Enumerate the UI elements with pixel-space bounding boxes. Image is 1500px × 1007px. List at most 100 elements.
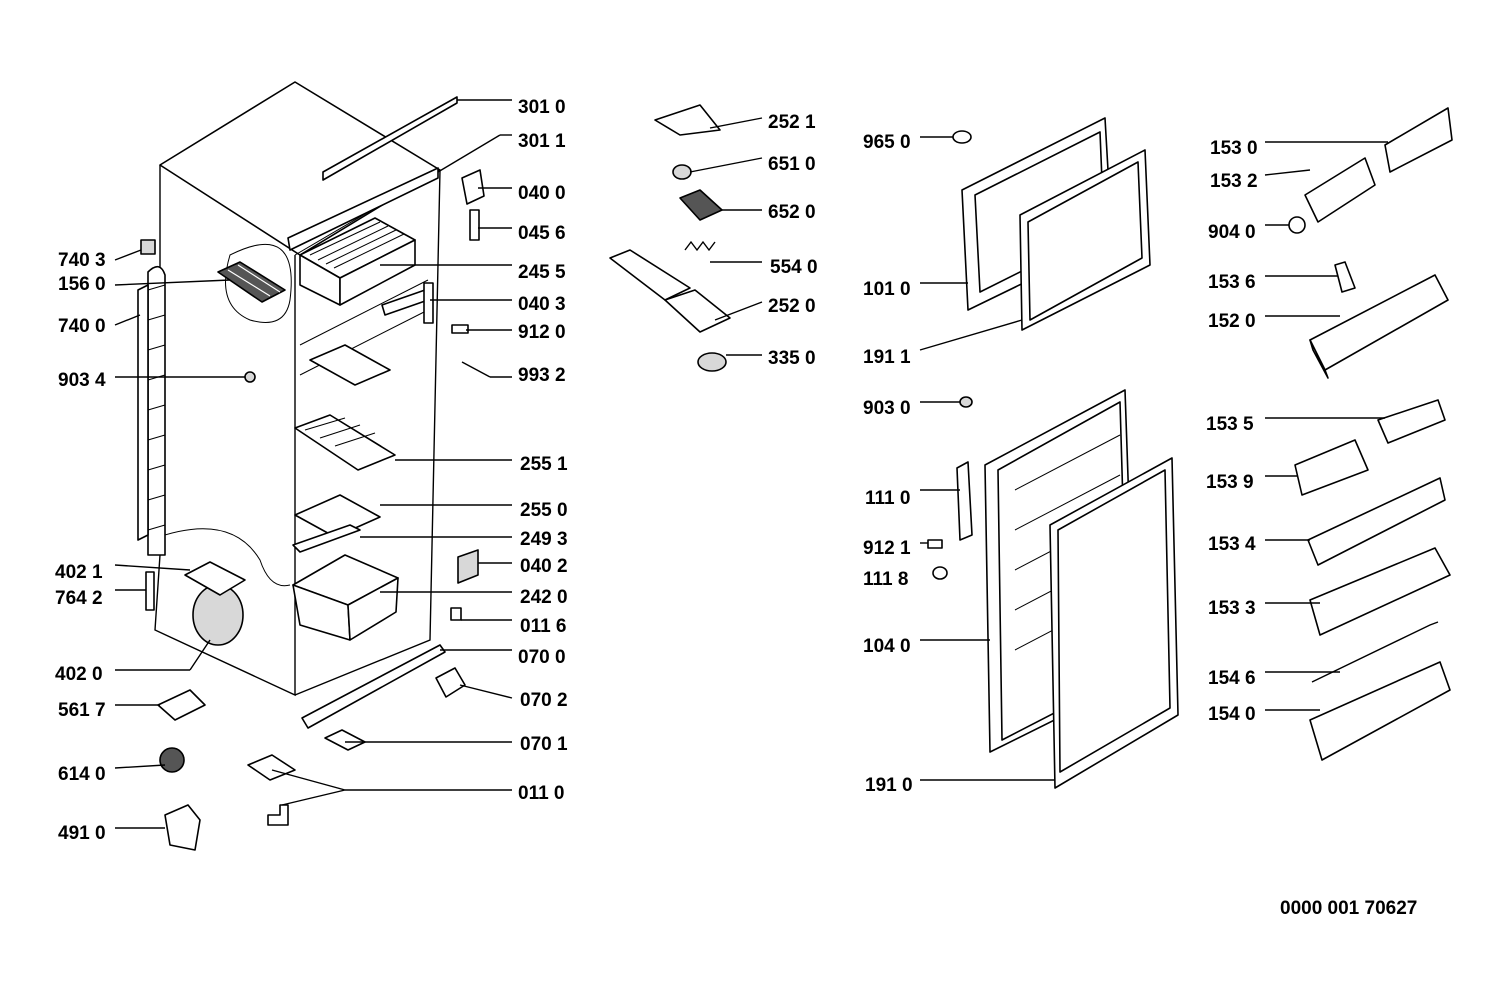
lamp-6510: [672, 164, 692, 180]
screw-9030: [959, 396, 973, 408]
bin-1534: [1307, 477, 1446, 566]
plug-9650: [952, 130, 972, 144]
part-label: 245 5: [518, 262, 566, 283]
part-label: 101 0: [863, 279, 911, 300]
part-label: 040 3: [518, 294, 566, 315]
part-label: 040 0: [518, 183, 566, 204]
ice-cube-tray: [217, 261, 286, 303]
crisper-drawer: [292, 554, 399, 641]
part-label: 152 0: [1208, 311, 1256, 332]
fridge-gasket-inner: [1057, 469, 1171, 773]
part-label: 491 0: [58, 823, 106, 844]
freezer-shelf: [299, 217, 416, 306]
cable-9932: [461, 361, 491, 378]
clip-0702: [435, 667, 466, 698]
part-label: 242 0: [520, 587, 568, 608]
part-label: 111 0: [865, 488, 911, 509]
bottle-bin-1520: [1309, 274, 1449, 379]
cap-1118: [932, 566, 948, 580]
switch-6520: [679, 189, 723, 221]
handle-1110: [956, 461, 973, 541]
part-7642: [145, 571, 155, 611]
clip-1536: [1334, 261, 1356, 293]
part-label: 904 0: [1208, 222, 1256, 243]
part-label: 651 0: [768, 154, 816, 175]
part-label: 153 0: [1210, 138, 1258, 159]
part-label: 402 1: [55, 562, 103, 583]
housing-2520: [664, 289, 731, 333]
part-label: 740 0: [58, 316, 106, 337]
screw-9120: [451, 324, 469, 334]
part-label: 070 1: [520, 734, 568, 755]
part-label: 301 1: [518, 131, 566, 152]
part-label: 903 4: [58, 370, 106, 391]
part-label: 652 0: [768, 202, 816, 223]
part-label: 255 0: [520, 500, 568, 521]
drawing-reference-number: 0000 001 70627: [1280, 898, 1418, 919]
part-label: 614 0: [58, 764, 106, 785]
housing-2521: [654, 104, 721, 136]
part-label: 740 3: [58, 250, 106, 271]
bracket-0110: [247, 754, 296, 781]
bin-cover-1530: [1384, 107, 1453, 173]
part-label: 912 1: [863, 538, 911, 559]
part-label: 153 5: [1206, 414, 1254, 435]
spring-5540: [684, 240, 716, 252]
part-label: 154 0: [1208, 704, 1256, 725]
top-trim-strips: [287, 96, 458, 251]
cover-4910: [164, 804, 201, 851]
part-label: 561 7: [58, 700, 106, 721]
part-label: 191 1: [863, 347, 911, 368]
leader-lines: [114, 99, 1388, 829]
part-label: 153 3: [1208, 598, 1256, 619]
foot-0110: [267, 804, 289, 826]
part-label: 252 0: [768, 296, 816, 317]
freezer-gasket-inner: [1027, 161, 1143, 321]
part-label: 301 0: [518, 97, 566, 118]
washer-9040: [1288, 216, 1306, 234]
hinge-0402: [457, 549, 479, 584]
part-label: 156 0: [58, 274, 106, 295]
bracket-2520: [609, 249, 691, 301]
part-label: 111 8: [863, 569, 909, 590]
part-label: 335 0: [768, 348, 816, 369]
part-7403: [140, 239, 156, 255]
part-label: 153 2: [1210, 171, 1258, 192]
part-label: 249 3: [520, 529, 568, 550]
part-label: 993 2: [518, 365, 566, 386]
hinge-0400: [461, 169, 485, 205]
screw-9121: [927, 539, 943, 549]
part-label: 104 0: [863, 636, 911, 657]
part-label: 153 6: [1208, 272, 1256, 293]
foot-0116: [450, 607, 462, 621]
bin-1533: [1309, 547, 1451, 636]
thermostat-6140: [159, 747, 185, 773]
part-label: 402 0: [55, 664, 103, 685]
part-label: 070 2: [520, 690, 568, 711]
bin-1540: [1309, 661, 1451, 761]
pin-0456: [469, 209, 480, 241]
knob-3350: [697, 352, 727, 372]
part-label: 154 6: [1208, 668, 1256, 689]
part-label: 255 1: [520, 454, 568, 475]
part-label: 903 0: [863, 398, 911, 419]
clip-0701: [324, 729, 366, 751]
part-label: 912 0: [518, 322, 566, 343]
part-label: 965 0: [863, 132, 911, 153]
bar-1546: [1311, 621, 1439, 683]
hinge-pin-0403: [423, 282, 434, 324]
part-label: 153 9: [1206, 472, 1254, 493]
part-label: 764 2: [55, 588, 103, 609]
fridge-shelves: [292, 344, 396, 553]
part-label: 045 6: [518, 223, 566, 244]
part-label: 040 2: [520, 556, 568, 577]
part-label: 191 0: [865, 775, 913, 796]
bin-cover-1532: [1304, 157, 1376, 223]
condenser-strip: [137, 265, 166, 556]
relay-5617: [157, 689, 206, 721]
compressor: [184, 561, 246, 646]
bottom-grille: [301, 644, 446, 729]
part-label: 252 1: [768, 112, 816, 133]
